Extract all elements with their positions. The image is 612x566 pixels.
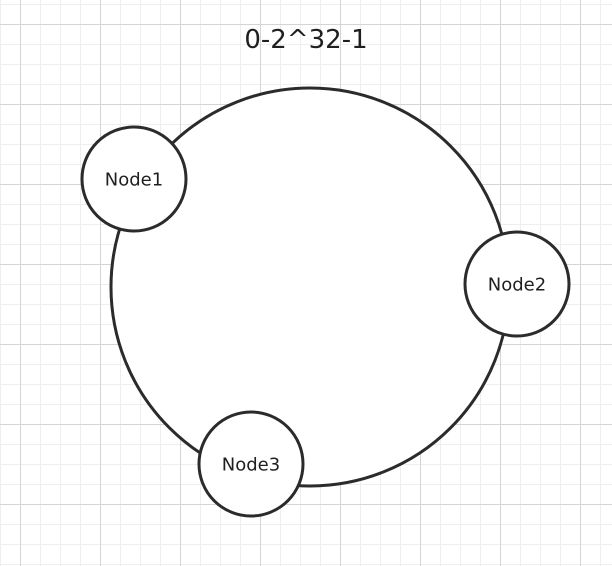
node-1-label: Node1 [105,170,163,191]
node-2-label: Node2 [488,275,546,296]
node-3-label: Node3 [222,455,280,476]
node-2-circle[interactable] [463,230,571,338]
hash-range-label: 0-2^32-1 [244,25,367,55]
node-1[interactable]: Node1 [80,125,188,233]
node-2[interactable]: Node2 [463,230,571,338]
node-3[interactable]: Node3 [197,410,305,518]
node-1-circle[interactable] [80,125,188,233]
node-3-circle[interactable] [197,410,305,518]
